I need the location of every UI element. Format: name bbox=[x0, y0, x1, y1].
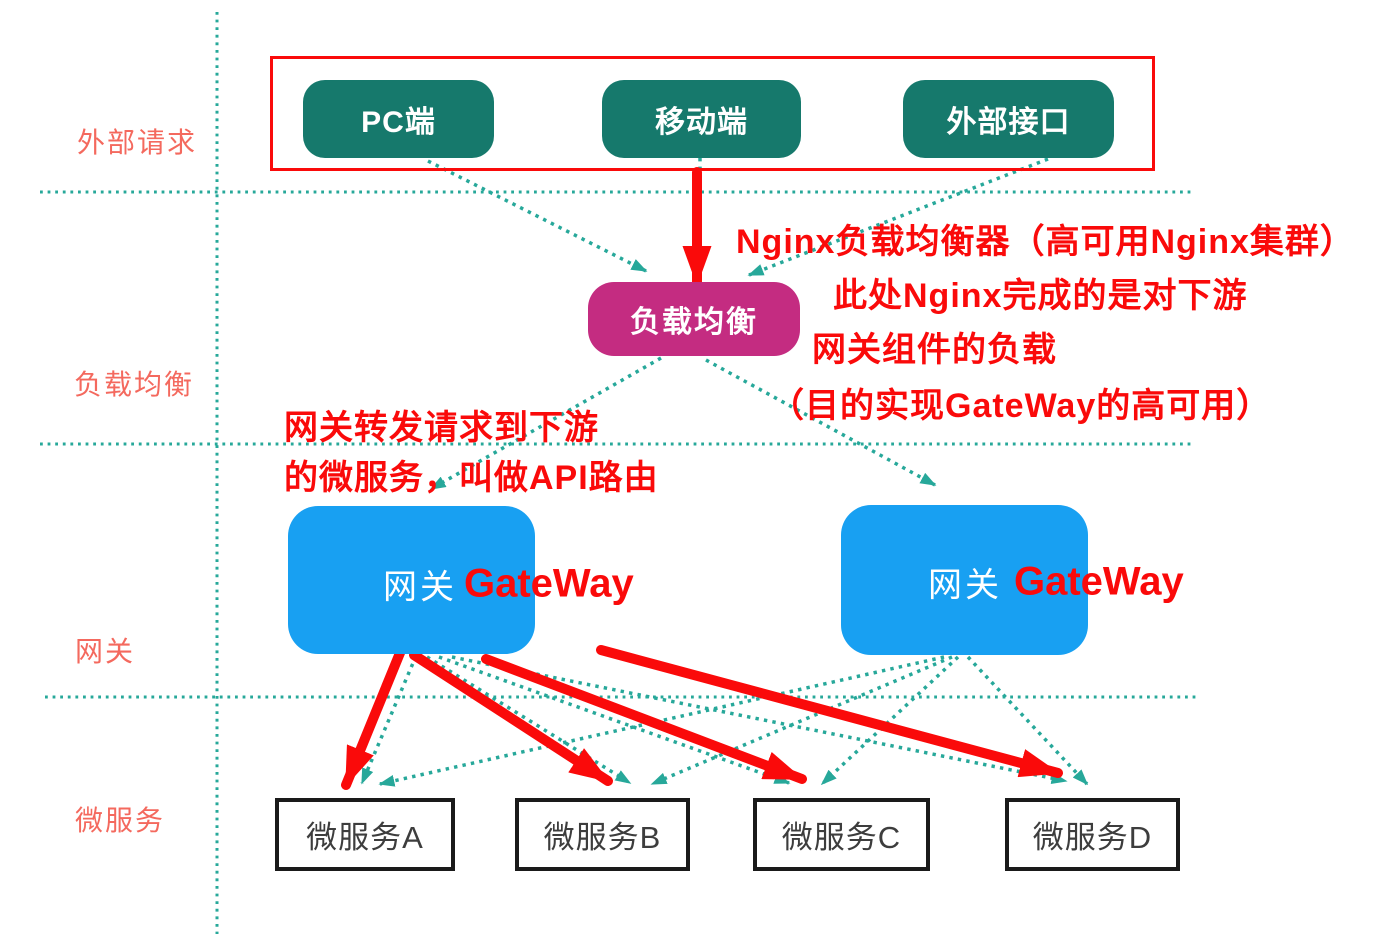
nginx-note-line-2: 此处Nginx完成的是对下游 bbox=[833, 277, 1248, 315]
node-microservice-c-label: 微服务C bbox=[781, 820, 902, 855]
edge-gwright-to-ms-a bbox=[378, 655, 945, 787]
node-load-balancer: 负载均衡 bbox=[588, 282, 800, 356]
node-microservice-d: 微服务D bbox=[1005, 798, 1180, 871]
node-microservice-a-label: 微服务A bbox=[306, 820, 424, 855]
arrow-gateway-to-ms-d bbox=[596, 645, 1063, 778]
route-note-line-2: 的微服务，叫做API路由 bbox=[284, 459, 659, 497]
route-note-line-1: 网关转发请求到下游 bbox=[284, 409, 599, 447]
node-gateway-right-en-label: GateWay bbox=[1014, 559, 1184, 604]
row-label-gateway: 网关 bbox=[74, 636, 136, 667]
edge-lb-to-gateway-right bbox=[705, 358, 937, 487]
row-label-external-requests: 外部请求 bbox=[76, 127, 198, 158]
row-label-load-balancing: 负载均衡 bbox=[73, 369, 195, 400]
node-mobile-client-label: 移动端 bbox=[655, 106, 748, 139]
node-load-balancer-label: 负载均衡 bbox=[630, 306, 758, 339]
node-microservice-b-label: 微服务B bbox=[543, 820, 662, 855]
row-label-microservices: 微服务 bbox=[74, 805, 166, 836]
edge-gwright-to-ms-b bbox=[650, 655, 953, 786]
node-mobile-client: 移动端 bbox=[602, 80, 801, 158]
node-gateway-right-label: 网关 bbox=[928, 566, 1002, 605]
edge-gwleft-to-ms-c bbox=[438, 655, 791, 785]
node-microservice-b: 微服务B bbox=[515, 798, 690, 871]
node-external-api-label: 外部接口 bbox=[946, 106, 1071, 139]
node-external-api: 外部接口 bbox=[903, 80, 1114, 158]
edge-gwleft-to-ms-d bbox=[451, 655, 1068, 784]
nginx-note-line-4: （目的实现GateWay的高可用） bbox=[770, 387, 1272, 425]
node-gateway-right bbox=[841, 505, 1088, 655]
node-pc-client: PC端 bbox=[303, 80, 494, 158]
node-gateway-left-label: 网关 bbox=[383, 568, 457, 607]
edge-gwright-to-ms-c bbox=[820, 655, 960, 786]
nginx-note-line-3: 网关组件的负载 bbox=[812, 331, 1057, 369]
edge-external-to-lb bbox=[747, 157, 1049, 277]
edge-lb-to-gateway-left bbox=[429, 356, 662, 491]
nginx-note-line-1: Nginx负载均衡器（高可用Nginx集群） bbox=[736, 223, 1355, 261]
node-microservice-d-label: 微服务D bbox=[1032, 820, 1153, 855]
edge-pc-to-lb bbox=[427, 159, 648, 273]
node-gateway-left-en-label: GateWay bbox=[464, 561, 634, 606]
arrow-gwleft-to-ms-b bbox=[409, 650, 613, 786]
node-microservice-a: 微服务A bbox=[275, 798, 455, 871]
external-requests-frame bbox=[270, 56, 1155, 171]
arrow-gateway-to-ms-c bbox=[481, 654, 807, 784]
node-microservice-c: 微服务C bbox=[753, 798, 930, 871]
node-gateway-left bbox=[288, 506, 535, 654]
edge-gwright-to-ms-d bbox=[966, 655, 1089, 786]
arrow-gwleft-to-ms-a bbox=[341, 643, 407, 790]
node-pc-client-label: PC端 bbox=[361, 106, 436, 139]
